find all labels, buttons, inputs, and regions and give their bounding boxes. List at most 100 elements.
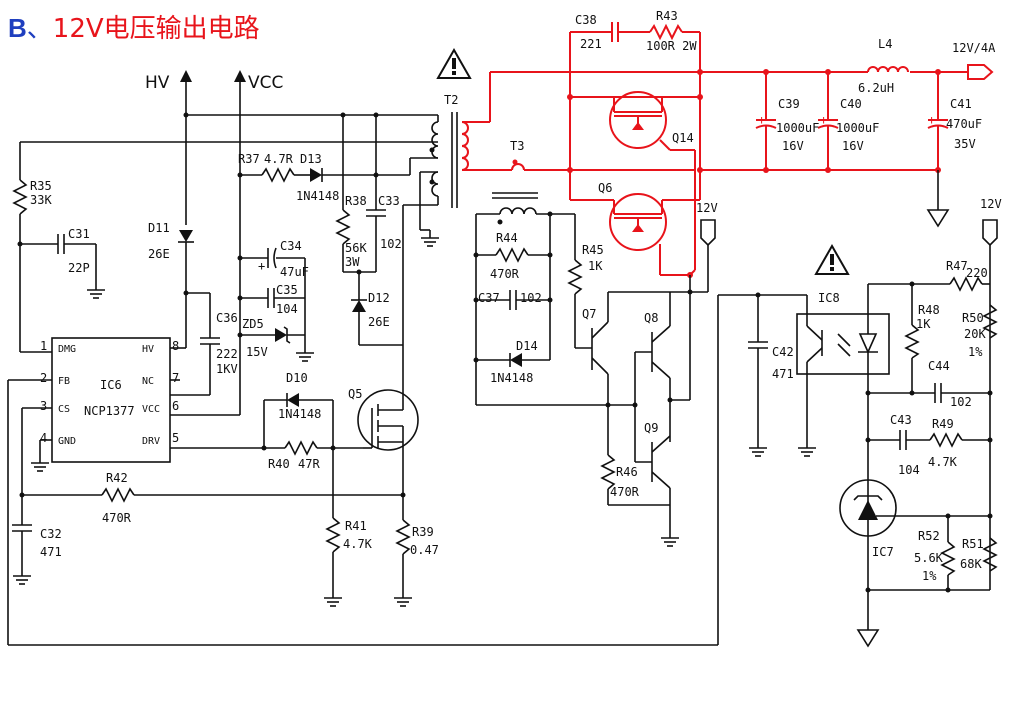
r52-label: R52 <box>918 529 940 543</box>
c39-value: 1000uF <box>776 121 819 135</box>
d12-label: D12 <box>368 291 390 305</box>
r46-value: 470R <box>610 485 640 499</box>
r44-label: R44 <box>496 231 518 245</box>
r41-value: 4.7K <box>343 537 373 551</box>
c38-label: C38 <box>575 13 597 27</box>
c41-value: 470uF <box>946 117 982 131</box>
c41-label: C41 <box>950 97 972 111</box>
v12-label-a: 12V <box>696 201 718 215</box>
l4-value: 6.2uH <box>858 81 894 95</box>
c44-value: 102 <box>950 395 972 409</box>
r51-value: 68K <box>960 557 982 571</box>
t2-label: T2 <box>444 93 458 107</box>
q9-transistor: Q9 <box>644 421 671 489</box>
ic6-controller: DMG FB CS GND HV NC VCC DRV IC6 NCP1377 … <box>40 337 179 463</box>
c37-label: C37 <box>478 291 500 305</box>
c40-voltage: 16V <box>842 139 864 153</box>
title-text: 12V电压输出电路 <box>52 14 260 44</box>
warning-triangle-icon <box>437 49 471 79</box>
r45-label: R45 <box>582 243 604 257</box>
ic6-pin4-num: 4 <box>40 431 47 445</box>
r49-value: 4.7K <box>928 455 958 469</box>
r35-resistor <box>12 179 28 215</box>
v12-label-b: 12V <box>980 197 1002 211</box>
ic6-pin2-num: 2 <box>40 371 47 385</box>
c44-label: C44 <box>928 359 950 373</box>
ic8-optocoupler: IC8 <box>796 291 890 440</box>
r40-value: 47R <box>298 457 320 471</box>
c39-voltage: 16V <box>782 139 804 153</box>
d13-value: 1N4148 <box>296 189 339 203</box>
r50-label: R50 <box>962 311 984 325</box>
c35-label: C35 <box>276 283 298 297</box>
ic6-pin-dmg: DMG <box>58 344 76 355</box>
r40-label: R40 <box>268 457 290 471</box>
q5-label: Q5 <box>348 387 362 401</box>
d10-value: 1N4148 <box>278 407 321 421</box>
r37-label: R37 <box>238 152 260 166</box>
page-title: B、12V电压输出电路 <box>8 8 260 45</box>
d14-value: 1N4148 <box>490 371 533 385</box>
c38-value: 221 <box>580 37 602 51</box>
r39-label: R39 <box>412 525 434 539</box>
vcc-label: VCC <box>248 73 283 93</box>
c40-label: C40 <box>840 97 862 111</box>
ic6-pin3-num: 3 <box>40 399 47 413</box>
c35-value: 104 <box>276 302 298 316</box>
r44-value: 470R <box>490 267 520 281</box>
r48-value: 1K <box>916 317 931 331</box>
ic7-label: IC7 <box>872 545 894 559</box>
d13-label: D13 <box>300 152 322 166</box>
warning-triangle-icon <box>815 245 849 275</box>
r43-value: 100R 2W <box>646 39 697 53</box>
c43-label: C43 <box>890 413 912 427</box>
q14-label: Q14 <box>672 131 694 145</box>
t3-label: T3 <box>510 139 524 153</box>
d14-label: D14 <box>516 339 538 353</box>
r51-label: R51 <box>962 537 984 551</box>
c42-label: C42 <box>772 345 794 359</box>
q7-label: Q7 <box>582 307 596 321</box>
ic6-pin-cs: CS <box>58 404 70 415</box>
hv-rail: HV <box>145 70 192 115</box>
ic6-name: IC6 <box>100 378 122 392</box>
c36-voltage: 1KV <box>216 362 238 376</box>
r45-value: 1K <box>588 259 603 273</box>
d12-value: 26E <box>368 315 390 329</box>
ic6-pin-gnd: GND <box>58 436 76 447</box>
c32-label: C32 <box>40 527 62 541</box>
c34-label: C34 <box>280 239 302 253</box>
r43-label: R43 <box>656 9 678 23</box>
r35-value: 33K <box>30 193 52 207</box>
c32-value: 471 <box>40 545 62 559</box>
q8-transistor: Q8 <box>644 292 671 379</box>
ic6-pin1-num: 1 <box>40 339 47 353</box>
ic6-part: NCP1377 <box>84 404 135 418</box>
c33-label: C33 <box>378 194 400 208</box>
svg-text:+: + <box>758 113 765 127</box>
q6-label: Q6 <box>598 181 612 195</box>
r48-label: R48 <box>918 303 940 317</box>
title-separator: 、 <box>26 14 53 44</box>
r38-label: R38 <box>345 194 367 208</box>
ic8-label: IC8 <box>818 291 840 305</box>
r50-value: 20K <box>964 327 986 341</box>
c34-value: 47uF <box>280 265 309 279</box>
r37-value: 4.7R <box>264 152 294 166</box>
r49-label: R49 <box>932 417 954 431</box>
zd5-label: ZD5 <box>242 317 264 331</box>
ic6-pin8-num: 8 <box>172 339 179 353</box>
c36-label: C36 <box>216 311 238 325</box>
r35-label: R35 <box>30 179 52 193</box>
svg-text:+: + <box>820 113 827 127</box>
r42-value: 470R <box>102 511 132 525</box>
c31-value: 22P <box>68 261 90 275</box>
svg-text:+: + <box>258 259 265 273</box>
r42-label: R42 <box>106 471 128 485</box>
c41-voltage: 35V <box>954 137 976 151</box>
q5-mosfet: Q5 <box>348 372 419 470</box>
c43-value: 104 <box>898 463 920 477</box>
c40-value: 1000uF <box>836 121 879 135</box>
d10-label: D10 <box>286 371 308 385</box>
r38-value: 56K <box>345 241 367 255</box>
